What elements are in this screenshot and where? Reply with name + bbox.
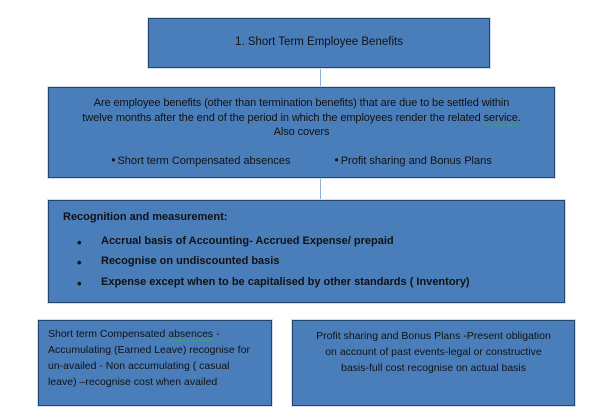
- compensated-line-1-text: Short term Compensated: [48, 328, 169, 340]
- connector-definition-to-recognition: [320, 178, 321, 200]
- definition-bullet-row: Short term Compensated absences Profit s…: [59, 153, 544, 169]
- recognition-bullet-0: Accrual basis of Accounting- Accrued Exp…: [77, 234, 564, 251]
- definition-line-2-text: twelve months after the end of the perio…: [82, 111, 484, 124]
- definition-line-2: twelve months after the end of the perio…: [59, 111, 544, 126]
- compensated-line-1: Short term Compensated absences -: [48, 328, 262, 342]
- profit-line-2: on account of past events-legal or const…: [325, 345, 542, 358]
- recognition-bullet-2: Expense except when to be capitalised by…: [77, 275, 564, 292]
- profit-line-3: basis-full cost recognise on actual basi…: [340, 361, 526, 374]
- recognition-bullet-list: Accrual basis of Accounting- Accrued Exp…: [63, 234, 564, 292]
- compensated-line-1-tail: -: [213, 328, 220, 340]
- recognition-heading: Recognition and measurement:: [63, 211, 228, 223]
- title-box[interactable]: 1. Short Term Employee Benefits: [147, 17, 491, 69]
- definition-box[interactable]: Are employee benefits (other than termin…: [47, 86, 556, 179]
- compensated-line-2: Accumulating (Earned Leave) recognise fo…: [48, 343, 250, 356]
- compensated-line-4: leave) –recognise cost when availed: [48, 375, 218, 388]
- compensated-absences-box[interactable]: Short term Compensated absences - Accumu…: [37, 319, 273, 407]
- definition-line-3: Also covers: [273, 126, 330, 139]
- definition-bullet-0: Short term Compensated absences: [111, 153, 290, 169]
- compensated-line-3: un-availed - Non accumulating ( casual: [48, 359, 230, 372]
- definition-bullet-1: Profit sharing and Bonus Plans: [335, 153, 492, 169]
- misspelled-word-absences: absences: [168, 328, 214, 342]
- profit-sharing-box[interactable]: Profit sharing and Bonus Plans -Present …: [291, 319, 576, 407]
- connector-title-to-definition: [320, 68, 321, 87]
- misspelled-word-service: service.: [483, 111, 521, 126]
- definition-line-1: Are employee benefits (other than termin…: [93, 97, 510, 109]
- title-text: 1. Short Term Employee Benefits: [235, 36, 403, 49]
- recognition-bullet-1: Recognise on undiscounted basis: [77, 254, 564, 271]
- profit-line-1: Profit sharing and Bonus Plans -Present …: [316, 330, 551, 342]
- recognition-box[interactable]: Recognition and measurement: Accrual bas…: [47, 199, 566, 304]
